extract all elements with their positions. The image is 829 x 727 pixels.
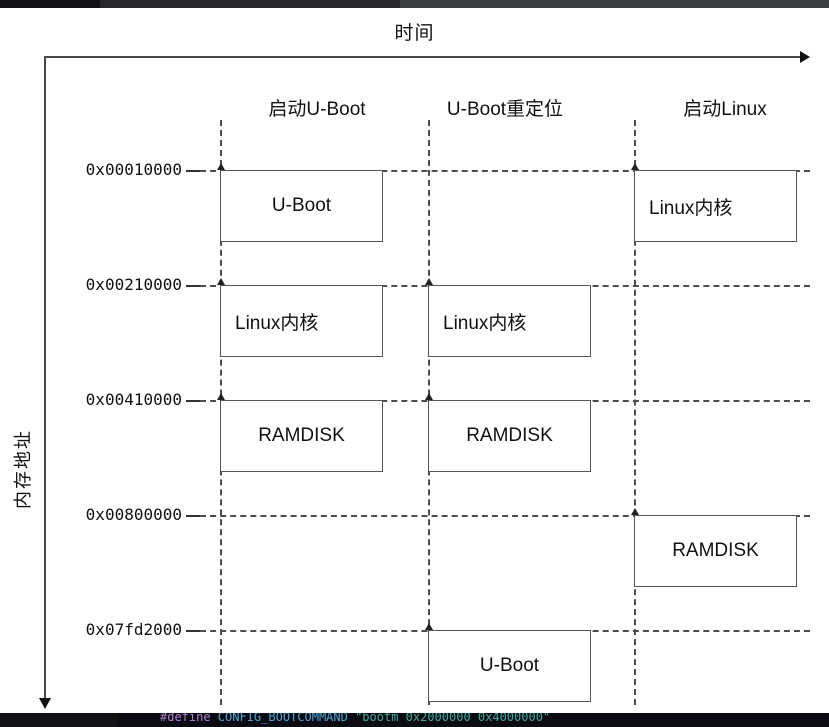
memory-block: Linux内核 <box>220 285 383 357</box>
memory-block: RAMDISK <box>220 400 383 472</box>
code-macro-value: "bootm 0x2000000 0x4000000" <box>347 713 551 724</box>
window-chrome-band <box>0 0 829 8</box>
gridline-cap-icon <box>217 163 225 170</box>
address-label: 0x00010000 <box>85 160 182 179</box>
gridline-cap-icon <box>425 393 433 400</box>
gridline-cap-icon <box>631 163 639 170</box>
gridline-0x00800000 <box>200 515 810 517</box>
code-macro-name: CONFIG_BOOTCOMMAND <box>210 713 348 724</box>
axis-tick-0x07fd2000 <box>186 630 200 632</box>
memory-block: Linux内核 <box>634 170 797 242</box>
axis-tick-0x00410000 <box>186 400 200 402</box>
memory-block: Linux内核 <box>428 285 591 357</box>
time-axis-line <box>45 56 805 58</box>
diagram-canvas: 时间 内存地址 启动U-Boot U-Boot重定位 启动Linux 0x000… <box>0 8 829 713</box>
code-line: #define CONFIG_BOOTCOMMAND "bootm 0x2000… <box>160 713 550 724</box>
clipped-code-strip: #define CONFIG_BOOTCOMMAND "bootm 0x2000… <box>0 713 829 727</box>
time-axis-arrow-icon <box>800 51 810 63</box>
chrome-segment-right <box>400 0 829 8</box>
gridline-cap-icon <box>217 393 225 400</box>
chrome-segment-left <box>0 0 100 8</box>
axis-tick-0x00010000 <box>186 170 200 172</box>
gridline-cap-icon <box>631 508 639 515</box>
time-axis-label: 时间 <box>394 23 435 44</box>
address-label: 0x00800000 <box>85 505 182 524</box>
column-header-boot-uboot: 启动U-Boot <box>268 99 366 120</box>
address-label: 0x00210000 <box>85 275 182 294</box>
address-label: 0x00410000 <box>85 390 182 409</box>
column-header-uboot-relocate: U-Boot重定位 <box>446 99 564 120</box>
chrome-segment-mid <box>100 0 400 8</box>
column-separator-boot-linux <box>634 120 636 705</box>
memory-axis-arrow-icon <box>39 698 51 709</box>
memory-block: RAMDISK <box>634 515 797 587</box>
code-gutter <box>0 713 118 727</box>
address-label: 0x07fd2000 <box>85 620 182 639</box>
memory-block: U-Boot <box>428 630 591 702</box>
axis-tick-0x00210000 <box>186 285 200 287</box>
gridline-cap-icon <box>425 623 433 630</box>
memory-axis-line <box>44 56 46 701</box>
column-header-boot-linux: 启动Linux <box>683 99 767 120</box>
gridline-cap-icon <box>217 278 225 285</box>
code-directive: #define <box>160 713 211 724</box>
gridline-cap-icon <box>425 278 433 285</box>
memory-block: U-Boot <box>220 170 383 242</box>
axis-tick-0x00800000 <box>186 515 200 517</box>
memory-block: RAMDISK <box>428 400 591 472</box>
gridline-0x00010000 <box>200 170 810 172</box>
